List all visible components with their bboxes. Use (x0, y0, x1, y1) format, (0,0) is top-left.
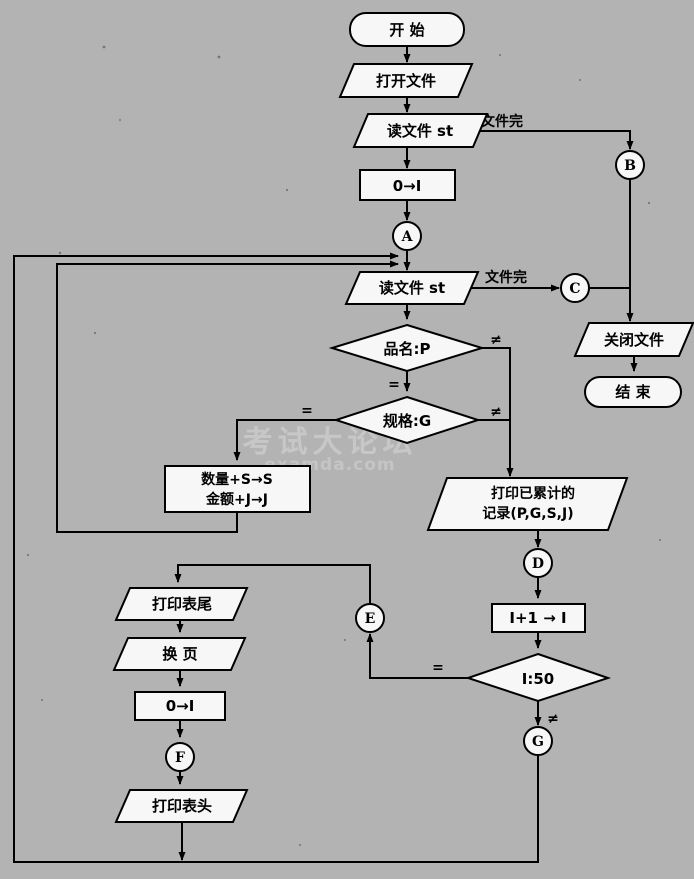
edge-label-not-equal-page: ≠ (547, 711, 559, 727)
nodes: 开 始 打开文件 读文件 st 0→I A B 读文件 st (112, 12, 694, 823)
decision-product-label: 品名:P (384, 340, 431, 358)
decision-page-full-label: I:50 (522, 670, 554, 688)
read-file-loop-label: 读文件 st (379, 279, 445, 297)
init-counter-bottom-process: 0→I (134, 691, 226, 721)
end-terminator: 结 束 (584, 376, 682, 408)
edge-label-file-done-loop: 文件完 (485, 269, 527, 286)
connector-a: A (392, 221, 422, 251)
edges (13, 46, 638, 863)
init-counter-bottom-label: 0→I (166, 697, 195, 715)
scan-noise (26, 45, 661, 846)
open-file-io: 打开文件 (338, 63, 474, 98)
new-page-io: 换 页 (112, 637, 247, 671)
print-accumulated-line1: 打印已累计的 (491, 485, 575, 502)
decision-page-full: I:50 (464, 652, 612, 703)
start-label: 开 始 (389, 21, 424, 39)
init-counter-top-process: 0→I (359, 169, 456, 201)
edge-connector-e-printfooter (174, 564, 371, 604)
edge-label-file-done-top: 文件完 (481, 113, 523, 130)
connector-d-label: D (532, 556, 544, 572)
increment-counter-process: I+1 → I (491, 603, 586, 633)
edge-label-not-equal-product: ≠ (490, 332, 502, 348)
connector-c-label: C (569, 281, 580, 297)
edge-label-not-equal-spec: ≠ (490, 404, 502, 420)
decision-spec: 规格:G (332, 395, 482, 445)
read-file-first-label: 读文件 st (387, 122, 453, 140)
connector-g-label: G (532, 734, 544, 750)
print-header-label: 打印表头 (152, 797, 212, 815)
accumulate-line2: 金额+J→J (205, 491, 268, 508)
edge-spec-equal (233, 419, 336, 461)
edge-decision-equal-connector-e (366, 633, 468, 679)
print-footer-io: 打印表尾 (114, 587, 249, 621)
connector-g: G (523, 726, 553, 756)
connector-a-label: A (401, 229, 414, 245)
edge-label-equal-product: = (388, 377, 400, 393)
print-accumulated-line2: 记录(P,G,S,J) (482, 506, 573, 522)
connector-b: B (615, 150, 645, 180)
read-file-loop-io: 读文件 st (344, 271, 480, 305)
decision-spec-label: 规格:G (383, 412, 431, 430)
connector-c: C (560, 273, 590, 303)
connector-f-label: F (175, 750, 185, 766)
connector-e-label: E (365, 611, 376, 627)
init-counter-top-label: 0→I (393, 177, 422, 195)
edge-label-equal-spec: = (301, 403, 313, 419)
connector-d: D (523, 548, 553, 578)
print-header-io: 打印表头 (114, 789, 249, 823)
decision-product: 品名:P (328, 323, 486, 373)
print-footer-label: 打印表尾 (152, 595, 212, 613)
new-page-label: 换 页 (162, 645, 197, 663)
edge-readfile1-connector-b (480, 130, 634, 150)
edge-product-notequal (482, 347, 514, 477)
accumulate-process: 数量+S→S 金额+J→J (164, 465, 311, 513)
close-file-io: 关闭文件 (573, 322, 694, 357)
increment-counter-label: I+1 → I (509, 609, 566, 627)
edge-label-equal-page: = (432, 660, 444, 676)
connector-f: F (165, 742, 195, 772)
edge-outer-loop (13, 252, 539, 863)
edge-inner-loop (56, 260, 399, 533)
end-label: 结 束 (615, 383, 651, 401)
read-file-first-io: 读文件 st (352, 113, 489, 148)
accumulate-line1: 数量+S→S (201, 471, 273, 488)
print-accumulated-io: 打印已累计的 记录(P,G,S,J) (426, 477, 629, 531)
open-file-label: 打开文件 (376, 72, 436, 90)
connector-b-label: B (624, 158, 636, 174)
edge-labels: 文件完 文件完 ≠ = ≠ = = ≠ (301, 113, 559, 727)
connector-e: E (355, 603, 385, 633)
start-terminator: 开 始 (349, 12, 465, 47)
close-file-label: 关闭文件 (604, 331, 664, 349)
